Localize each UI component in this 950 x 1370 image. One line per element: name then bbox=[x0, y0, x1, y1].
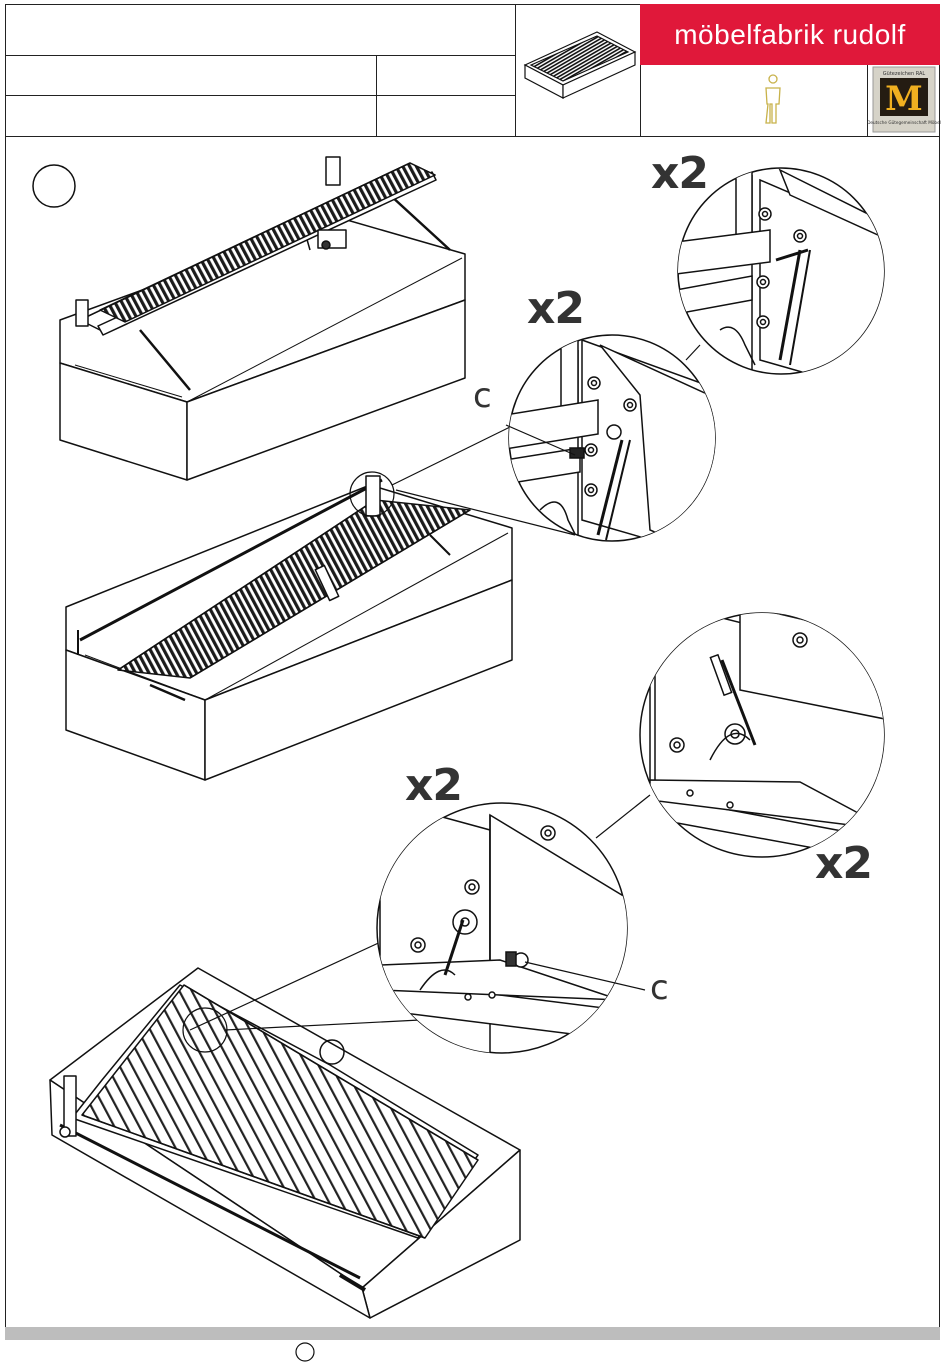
quantity-label-lower-left: x2 bbox=[405, 760, 462, 811]
quantity-label-middle: x2 bbox=[527, 283, 584, 334]
detail-circle-lower bbox=[377, 800, 645, 1060]
detail-circle-right bbox=[640, 600, 890, 862]
part-label-lower: c bbox=[650, 968, 669, 1008]
ral-letter: M bbox=[885, 79, 923, 119]
detail-circle-top-right bbox=[676, 168, 900, 400]
quantity-label-lower-right: x2 bbox=[815, 838, 872, 889]
part-label-upper: c bbox=[473, 376, 492, 416]
figure-bed-lowered bbox=[66, 472, 512, 780]
detail-circle-middle bbox=[505, 335, 720, 560]
figure-bed-raised bbox=[60, 157, 465, 480]
ral-quality-mark: M Gütezeichen RAL Deutsche Gütegemeinsch… bbox=[867, 67, 941, 132]
page-number-circle bbox=[296, 1343, 314, 1361]
ral-top-text: Gütezeichen RAL bbox=[883, 71, 926, 77]
bed-thumbnail-icon bbox=[525, 32, 635, 98]
ral-caption: Deutsche Gütegemeinschaft Möbel bbox=[867, 120, 941, 125]
one-person-icon bbox=[766, 75, 780, 123]
footer-bar bbox=[5, 1327, 940, 1340]
quantity-label-top-right: x2 bbox=[651, 148, 708, 199]
step-number-circle bbox=[33, 165, 75, 207]
